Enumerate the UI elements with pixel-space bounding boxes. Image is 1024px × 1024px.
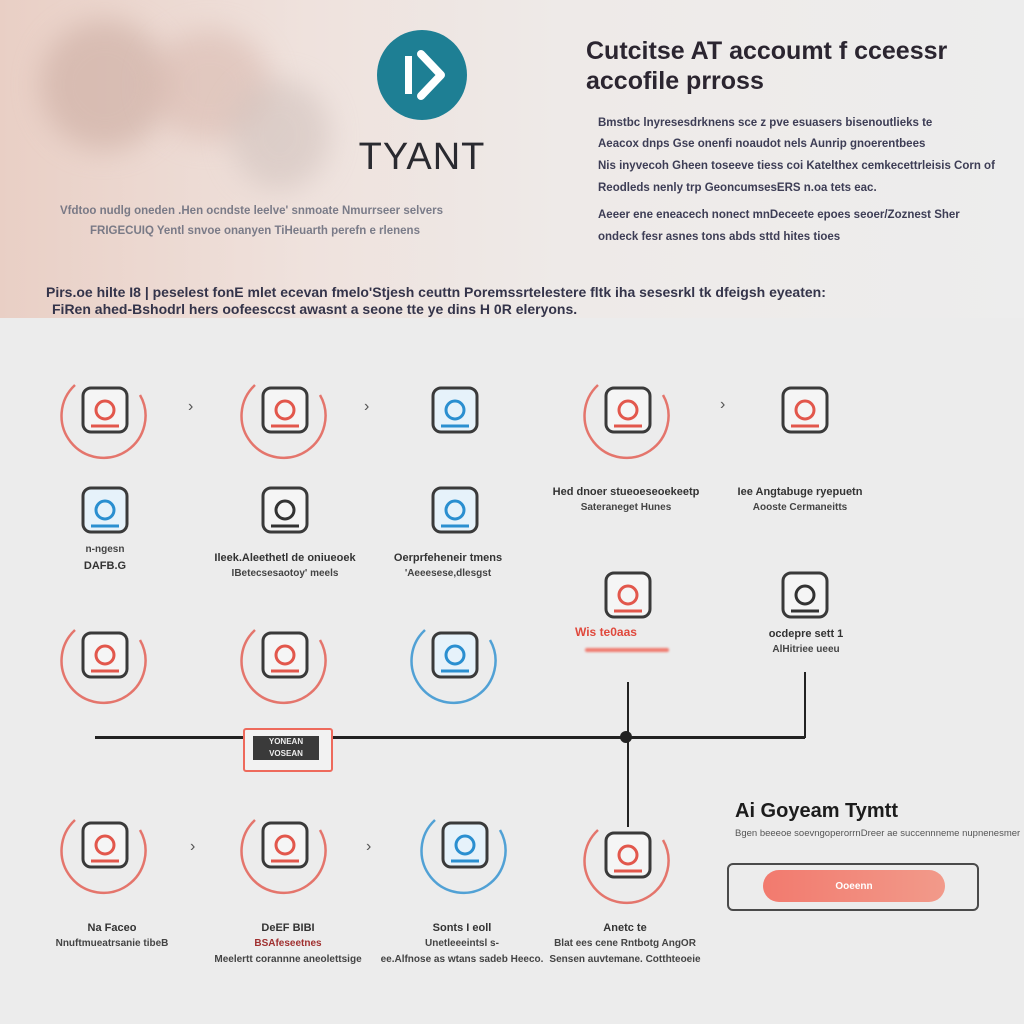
link-icon xyxy=(405,460,505,565)
chevron-right-icon xyxy=(405,50,445,100)
key-icon xyxy=(235,460,335,565)
intro-paragraph-1a: Bmstbc lnyresesdrknens sce z pve esuaser… xyxy=(598,117,933,129)
panel-title: Ai Goyeam Tymtt xyxy=(735,800,898,822)
blurred-photo xyxy=(230,80,330,190)
fingerprint-icon xyxy=(755,545,855,650)
device-icon xyxy=(55,460,155,565)
target-icon xyxy=(55,605,155,710)
monitor-icon xyxy=(405,605,505,710)
primary-action-button[interactable]: Ooeenn xyxy=(763,870,945,902)
hero-wide-line-1: Pirs.oe hilte I8 | peselest fonE mlet ec… xyxy=(46,284,826,300)
chart-icon xyxy=(235,795,335,900)
chevron-right-icon: › xyxy=(190,838,196,855)
lock-icon xyxy=(405,360,505,465)
badge-icon xyxy=(415,795,515,900)
flow-connector-vertical xyxy=(804,672,806,738)
envelope-icon xyxy=(55,360,155,465)
shield-icon xyxy=(235,605,335,710)
headset-icon xyxy=(578,545,678,650)
chevron-right-icon: › xyxy=(188,398,194,415)
flow-connector-vertical xyxy=(627,682,629,827)
intro-paragraph-3b: ondeck fesr asnes tons abds sttd hites t… xyxy=(598,231,841,243)
hero-banner xyxy=(0,0,1024,318)
document-icon xyxy=(235,360,335,465)
panel-subtitle: Bgen beeeoe soevngoperorrnDreer ae succe… xyxy=(735,828,1021,839)
intro-title: Cutcitse AT accoumt f cceessr accofile p… xyxy=(586,37,948,95)
hero-caption-2: FRIGECUIQ Yentl snvoe onanyen TiHeuarth … xyxy=(90,225,420,237)
intro-paragraph-3a: Aeeer ene eneacech nonect mnDeceete epoe… xyxy=(598,209,960,221)
brand-logo xyxy=(377,30,467,120)
highlight-label: Wis te0aas xyxy=(575,625,637,639)
user-avatar-icon xyxy=(755,360,855,465)
intro-paragraph-2b: Reodleds nenly trp GeoncumsesERS n.oa te… xyxy=(598,182,877,194)
step-label: Oerprfeheneir tmens'Aeeesese,dlesgst xyxy=(393,552,503,579)
highlight-underline xyxy=(585,648,669,652)
blurred-photo xyxy=(40,20,170,150)
hero-caption-1: Vfdtoo nudlg oneden .Hen ocndste leelve'… xyxy=(60,205,443,217)
chevron-right-icon: › xyxy=(720,396,726,413)
location-pin-icon xyxy=(578,360,678,465)
connector-node xyxy=(620,731,632,743)
intro-paragraph-1b: Aeacox dnps Gse onenfi noaudot nels Aunr… xyxy=(598,138,926,150)
hero-wide-line-2: FiRen ahed-Bshodrl hers oofeesccst awasn… xyxy=(52,301,578,317)
chevron-right-icon: › xyxy=(364,398,370,415)
brand-name: TYANT xyxy=(358,136,486,178)
chevron-right-icon: › xyxy=(366,838,372,855)
action-panel: Ooeenn xyxy=(727,863,979,911)
clock-icon xyxy=(55,795,155,900)
flow-connector-horizontal xyxy=(95,736,805,739)
intro-paragraph-2a: Nis inyvecoh Gheen toseeve tiess coi Kat… xyxy=(598,160,995,172)
camera-icon xyxy=(578,805,678,910)
flow-step-box[interactable]: YONEAN VOSEAN xyxy=(243,728,333,772)
